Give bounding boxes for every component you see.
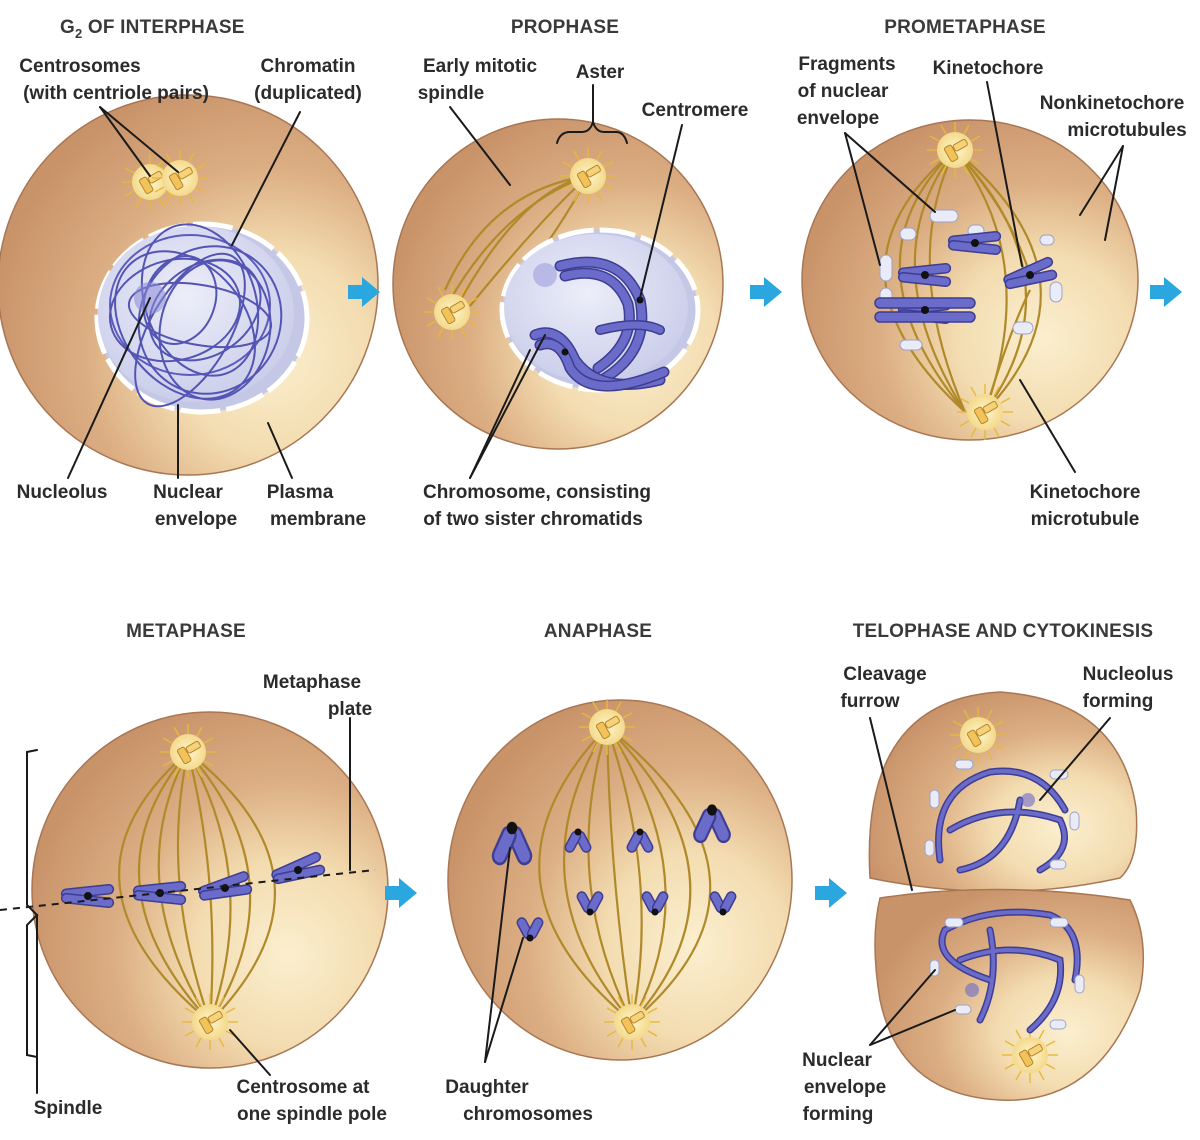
arrow-right-icon (815, 878, 847, 908)
arrow-right-icon (750, 277, 782, 307)
anaphase-cell (447, 698, 793, 1061)
label-aster: Aster (576, 62, 625, 83)
label-spindle: Spindle (34, 1098, 103, 1119)
title-metaphase: METAPHASE (126, 621, 246, 642)
prometaphase-cell (801, 119, 1139, 441)
title-prometaphase: PROMETAPHASE (884, 17, 1045, 38)
title-g2: G2 OF INTERPHASE (60, 17, 245, 41)
arrow-right-icon (385, 878, 417, 908)
label-chromatin: Chromatin(duplicated) (254, 56, 362, 104)
label-kinetochore: Kinetochore (933, 58, 1044, 79)
metaphase-cell (0, 711, 389, 1069)
title-anaphase: ANAPHASE (544, 621, 652, 642)
prophase-cell (392, 118, 724, 450)
leader-lines (26, 81, 1124, 1094)
title-prophase: PROPHASE (511, 17, 619, 38)
g2-interphase-cell (0, 94, 379, 476)
arrow-right-icon (1150, 277, 1182, 307)
telophase-cell (868, 691, 1145, 1101)
title-telophase: TELOPHASE AND CYTOKINESIS (853, 621, 1154, 642)
label-centromere: Centromere (642, 100, 749, 121)
label-centrosomes: Centrosomes(with centriole pairs) (19, 56, 209, 104)
label-nucleolus: Nucleolus (17, 482, 108, 503)
